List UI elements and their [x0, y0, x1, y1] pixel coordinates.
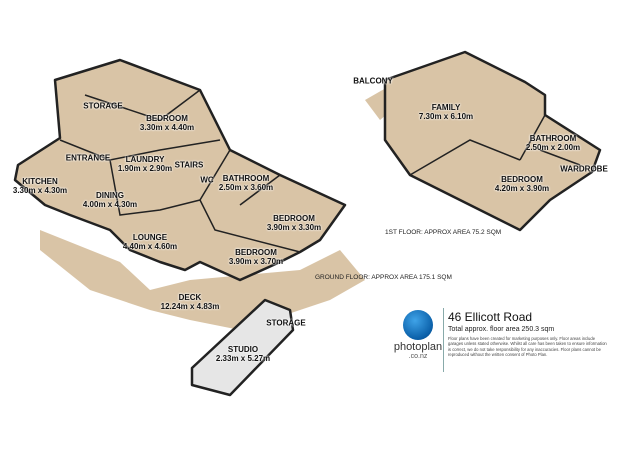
room-name: ENTRANCE	[65, 153, 111, 163]
room-name: DINING	[95, 191, 124, 200]
wall	[539, 149, 581, 166]
wall	[84, 89, 201, 121]
room-dims: 3.90m x 3.70m	[228, 257, 284, 266]
wall	[109, 159, 201, 216]
wall	[199, 199, 301, 253]
room-dims: 3.30m x 4.30m	[12, 186, 68, 195]
house-logo-icon	[403, 310, 433, 340]
wall	[239, 174, 281, 206]
room-dims: 4.20m x 3.90m	[494, 184, 550, 193]
room-name: STORAGE	[266, 318, 306, 328]
photoplan-logo: photoplan .co.nz	[388, 310, 448, 360]
logo-text: photoplan	[393, 341, 443, 353]
room-name: LAUNDRY	[125, 155, 165, 164]
room-dims: 2.33m x 5.27m	[215, 354, 271, 363]
logo-subtext: .co.nz	[408, 353, 428, 360]
room-label: STORAGE	[83, 102, 122, 111]
total-area: Total approx. floor area 250.3 sqm	[448, 326, 555, 333]
first-floor-area: 1ST FLOOR: APPROX AREA 75.2 SQM	[385, 229, 502, 236]
room-name: BATHROOM	[529, 134, 577, 143]
divider	[443, 308, 444, 372]
room-label: STORAGE	[266, 319, 305, 328]
room-name: FAMILY	[431, 103, 461, 112]
room-name: BEDROOM	[146, 114, 188, 123]
studio-outline	[190, 298, 295, 397]
room-name: BATHROOM	[222, 174, 270, 183]
wall	[409, 139, 521, 176]
room-dims: 3.30m x 4.40m	[139, 123, 195, 132]
deck-area	[40, 230, 365, 330]
room-name: BEDROOM	[501, 175, 543, 184]
wall	[59, 139, 221, 161]
room-dims: 4.40m x 4.60m	[122, 242, 178, 251]
room-name: STORAGE	[83, 101, 123, 111]
wall	[519, 114, 546, 161]
room-label: WARDROBE	[560, 165, 608, 174]
room-name: STUDIO	[227, 345, 259, 354]
room-dims: 1.90m x 2.90m	[117, 164, 173, 173]
wall	[199, 149, 231, 201]
room-dims: 3.90m x 3.30m	[266, 223, 322, 232]
room-name: BEDROOM	[273, 214, 315, 223]
room-dims: 2.50m x 3.60m	[218, 183, 274, 192]
room-name: LOUNGE	[132, 233, 168, 242]
room-dims: 12.24m x 4.83m	[160, 302, 220, 311]
room-label: BALCONY	[353, 77, 393, 86]
room-name: STAIRS	[174, 160, 204, 170]
ground-floor-outline	[13, 58, 347, 282]
room-label: ENTRANCE	[66, 154, 110, 163]
room-dims: 2.50m x 2.00m	[525, 143, 581, 152]
room-name: DECK	[178, 293, 202, 302]
room-name: BEDROOM	[235, 248, 277, 257]
room-label: STAIRS	[175, 161, 204, 170]
room-name: WARDROBE	[560, 164, 608, 174]
room-name: KITCHEN	[22, 177, 58, 186]
room-label: WC	[200, 176, 213, 185]
ground-floor-area: GROUND FLOOR: APPROX AREA 175.1 SQM	[315, 274, 452, 281]
room-name: BALCONY	[353, 76, 393, 86]
room-dims: 7.30m x 6.10m	[418, 112, 474, 121]
room-dims: 4.00m x 4.30m	[82, 200, 138, 209]
room-name: WC	[200, 175, 214, 185]
disclaimer: Floor plans have been created for market…	[448, 336, 607, 357]
address: 46 Ellicott Road	[448, 310, 533, 324]
